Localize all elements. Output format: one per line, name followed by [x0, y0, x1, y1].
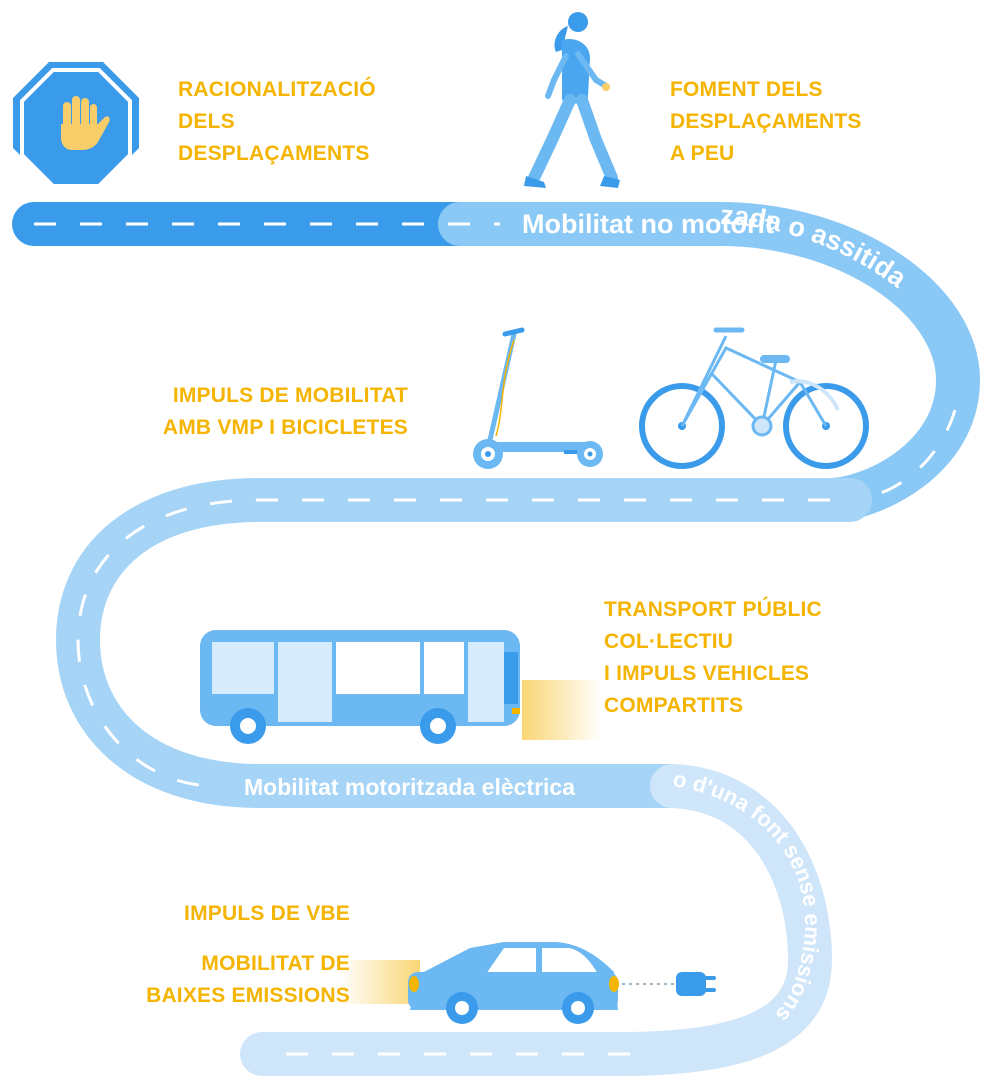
bus-icon	[200, 630, 602, 744]
road-text-non-motorized: Mobilitat no motorit	[522, 209, 774, 239]
road-text-electric: Mobilitat motoritzada elèctrica	[244, 774, 575, 800]
label-vmp: IMPULS DE MOBILITAT AMB VMP I BICICLETES	[163, 380, 408, 444]
label-line: DESPLAÇAMENTS	[670, 110, 862, 133]
road-dashes-middle	[76, 498, 830, 788]
road-dashes-right	[869, 409, 957, 498]
label-line: IMPULS DE MOBILITAT	[172, 384, 408, 407]
stop-hand-icon	[13, 62, 139, 188]
walking-person-icon	[524, 12, 620, 188]
label-line: COL·LECTIU	[604, 630, 734, 653]
label-line: IMPULS DE VBE	[184, 902, 350, 925]
label-low-emissions: MOBILITAT DE BAIXES EMISSIONS	[146, 948, 350, 1012]
label-line: DESPLAÇAMENTS	[178, 142, 370, 165]
road-segment-bottom	[240, 764, 833, 1076]
label-line: TRANSPORT PÚBLIC	[604, 598, 822, 621]
car-icon	[340, 942, 619, 1024]
label-public-transport: TRANSPORT PÚBLIC COL·LECTIU I IMPULS VEH…	[604, 594, 822, 722]
label-line: FOMENT DELS	[670, 78, 823, 101]
label-line: I IMPULS VEHICLES	[604, 662, 810, 685]
label-line: AMB VMP I BICICLETES	[162, 416, 408, 439]
road-segment-curve-right	[438, 202, 981, 522]
label-line: MOBILITAT DE	[201, 952, 350, 975]
bicycle-icon	[639, 327, 869, 469]
label-line: DELS	[178, 110, 235, 133]
label-line: A PEU	[670, 142, 735, 165]
label-line: RACIONALITZACIÓ	[178, 78, 376, 101]
road	[12, 202, 981, 1076]
label-walking: FOMENT DELS DESPLAÇAMENTS A PEU	[670, 74, 862, 170]
scooter-icon	[473, 327, 603, 469]
plug-icon	[622, 972, 716, 996]
label-vbe: IMPULS DE VBE	[184, 898, 350, 930]
label-line: BAIXES EMISSIONS	[146, 984, 350, 1007]
label-line: COMPARTITS	[604, 694, 744, 717]
label-rationalization: RACIONALITZACIÓ DELS DESPLAÇAMENTS	[178, 74, 376, 170]
